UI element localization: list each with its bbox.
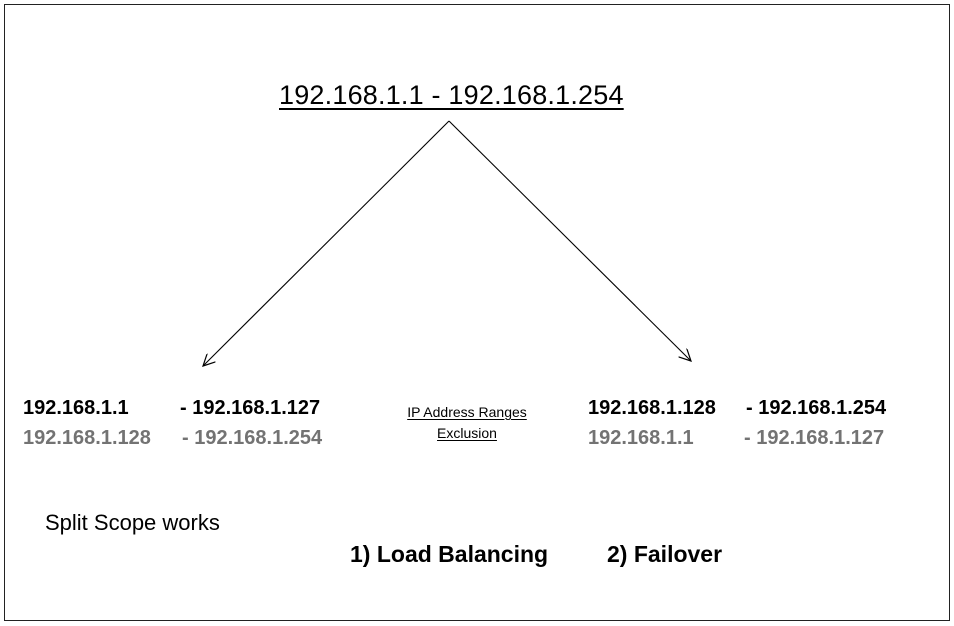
arrow-to-left-server [203, 120, 450, 366]
exclusion-label-line1: IP Address Ranges [407, 404, 527, 420]
full-ip-range-title: 192.168.1.1 - 192.168.1.254 [279, 80, 624, 110]
diagram-frame [4, 4, 950, 621]
split-scope-text: Split Scope works [45, 510, 220, 535]
left-secondary-end: - 192.168.1.254 [182, 427, 323, 449]
right-secondary-end: - 192.168.1.127 [744, 427, 885, 449]
right-primary-end: - 192.168.1.254 [746, 397, 887, 419]
mode-load-balancing: 1) Load Balancing [350, 541, 549, 567]
mode-failover: 2) Failover [607, 541, 723, 567]
left-primary-end: - 192.168.1.127 [180, 397, 321, 419]
right-primary-start: 192.168.1.128 [588, 397, 716, 419]
arrow-to-right-server [448, 120, 691, 361]
left-primary-start: 192.168.1.1 [23, 397, 129, 419]
right-secondary-start: 192.168.1.1 [588, 427, 694, 449]
left-secondary-start: 192.168.1.128 [23, 427, 151, 449]
exclusion-label: IP Address Ranges Exclusion [398, 402, 536, 444]
exclusion-label-line2: Exclusion [437, 425, 497, 441]
